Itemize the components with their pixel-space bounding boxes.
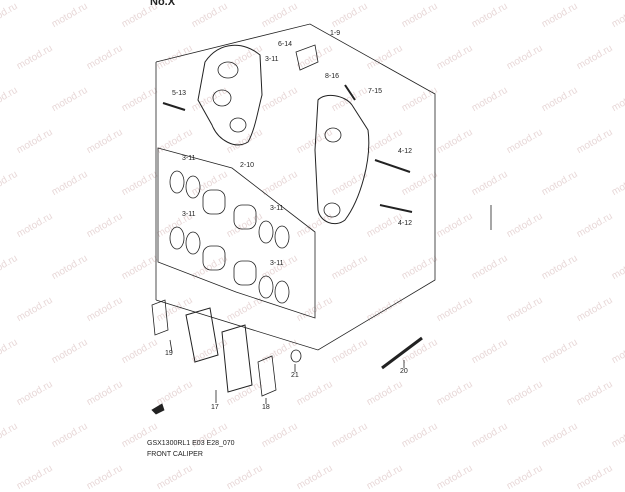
front-arrow-icon xyxy=(151,403,165,415)
brake-pad-17-a xyxy=(185,307,219,363)
label-5-13: 5-13 xyxy=(172,90,187,97)
pad-pin-20 xyxy=(381,336,423,370)
label-19: 19 xyxy=(165,350,173,357)
bleeder-8-16 xyxy=(344,84,356,101)
diagram-drawing xyxy=(151,23,492,415)
bolt-4-12-a xyxy=(374,159,411,173)
label-2-10: 2-10 xyxy=(240,162,255,169)
outer-frame xyxy=(155,23,436,351)
label-4-12-a: 4-12 xyxy=(398,148,413,155)
footer-title: FRONT CALIPER xyxy=(147,451,203,458)
label-3-11-top: 3-11 xyxy=(265,56,279,63)
pad-spring-6-14 xyxy=(295,44,319,71)
label-3-11-a: 3-11 xyxy=(182,155,196,162)
pad-spring-18 xyxy=(257,355,277,397)
cap-21 xyxy=(290,349,302,363)
label-1-9: 1-9 xyxy=(330,30,341,37)
label-17: 17 xyxy=(211,404,219,411)
label-3-11-b: 3-11 xyxy=(182,211,196,218)
caliper-half-left xyxy=(197,44,263,146)
pad-spring-19 xyxy=(151,299,169,336)
corner-title: No.X xyxy=(150,0,176,8)
label-6-14: 6-14 xyxy=(278,41,293,48)
label-4-12-b: 4-12 xyxy=(398,220,413,227)
footer-code: GSX1300RL1 E03 E28_070 xyxy=(147,440,235,447)
label-21: 21 xyxy=(291,372,299,379)
caliper-half-right xyxy=(314,94,370,225)
inner-frame xyxy=(157,147,316,319)
label-3-11-d: 3-11 xyxy=(270,260,284,267)
label-8-16: 8-16 xyxy=(325,73,340,80)
label-7-15: 7-15 xyxy=(368,88,383,95)
bolt-4-12-b xyxy=(379,204,413,213)
label-18: 18 xyxy=(262,404,270,411)
label-3-11-c: 3-11 xyxy=(270,205,284,212)
bolt-5-13 xyxy=(162,102,186,111)
brake-pad-17-b xyxy=(221,324,253,393)
label-20: 20 xyxy=(400,368,408,375)
